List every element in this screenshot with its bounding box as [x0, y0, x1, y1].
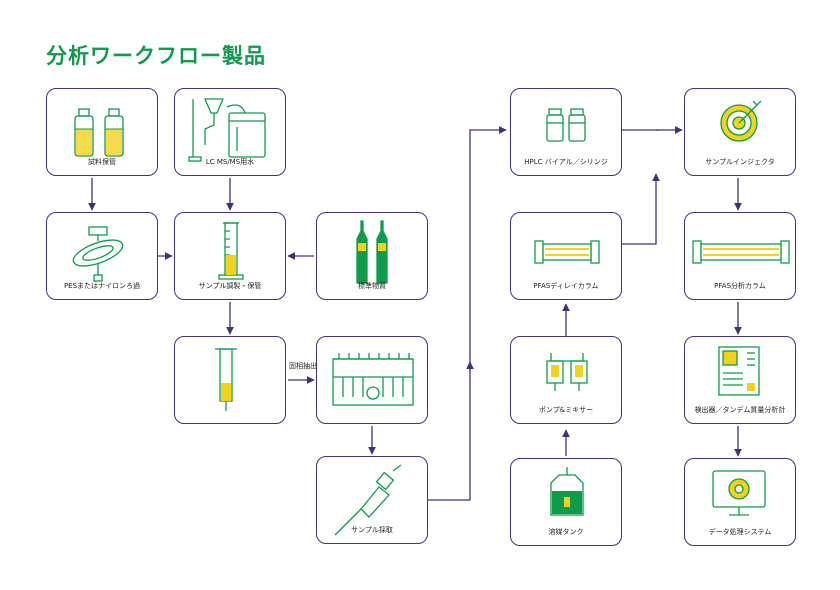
spe-step-label: 固相抽出	[289, 362, 317, 370]
data-system-monitor-icon	[712, 470, 766, 516]
pipette-icon	[334, 464, 402, 536]
node-label: サンプルインジェクタ	[705, 158, 775, 166]
page-title: 分析ワークフロー製品	[46, 44, 266, 68]
node-label: 標準物質	[358, 282, 386, 290]
syringe-filter-icon	[72, 226, 124, 282]
node-solvent-tank: 溶媒タンク	[510, 458, 622, 546]
node-sample-prep: サンプル調製・保管	[174, 212, 286, 300]
node-label: PFASディレイカラム	[533, 282, 599, 290]
node-label: PFAS分析カラム	[714, 282, 766, 290]
node-label: データ処理システム	[708, 528, 772, 536]
water-purification-icon	[188, 98, 266, 162]
arrow-sampling-to-hplc	[428, 126, 507, 501]
spe-manifold-icon	[332, 353, 414, 406]
delay-column-icon	[534, 240, 600, 264]
node-label: ポンプ&ミキサー	[538, 406, 594, 414]
node-sampling: サンプル採取	[316, 456, 428, 544]
node-analytical-column: PFAS分析カラム	[684, 212, 796, 300]
sample-vials-icon	[74, 108, 124, 157]
node-label: サンプル調製・保管	[198, 282, 262, 290]
node-label: 検出器／タンデム質量分析計	[694, 406, 786, 414]
node-sample-storage: 試料保管	[46, 88, 158, 176]
node-spe-manifold	[316, 336, 428, 424]
node-label: 試料保管	[88, 158, 116, 166]
node-pump-mixer: ポンプ&ミキサー	[510, 336, 622, 424]
pump-mixer-icon	[546, 353, 588, 391]
node-detector: 検出器／タンデム質量分析計	[684, 336, 796, 424]
node-spe-cartridge	[174, 336, 286, 424]
target-injector-icon	[720, 100, 762, 142]
node-standards: 標準物質	[316, 212, 428, 300]
spe-cartridge-icon	[215, 348, 237, 411]
node-sample-injector: サンプルインジェクタ	[684, 88, 796, 176]
analytical-column-icon	[692, 240, 790, 264]
detector-chip-icon	[718, 346, 760, 396]
node-hplc-vials: HPLC バイアル／シリンジ	[510, 88, 622, 176]
hplc-vial-icon	[546, 108, 586, 142]
ampoule-icon	[356, 220, 388, 284]
node-label: HPLC バイアル／シリンジ	[524, 158, 608, 166]
node-label: LC MS/MS用水	[205, 158, 255, 166]
node-delay-column: PFASディレイカラム	[510, 212, 622, 300]
node-label: 溶媒タンク	[548, 528, 584, 536]
graduated-cylinder-icon	[218, 222, 244, 280]
node-filtration: PESまたはナイロンろ過	[46, 212, 158, 300]
node-lcms-water: LC MS/MS用水	[174, 88, 286, 176]
node-data-system: データ処理システム	[684, 458, 796, 546]
arrow-delay-to-injector	[622, 173, 660, 245]
node-label: PESまたはナイロンろ過	[63, 282, 141, 290]
node-label: サンプル採取	[351, 526, 393, 534]
solvent-tank-icon	[550, 467, 584, 516]
